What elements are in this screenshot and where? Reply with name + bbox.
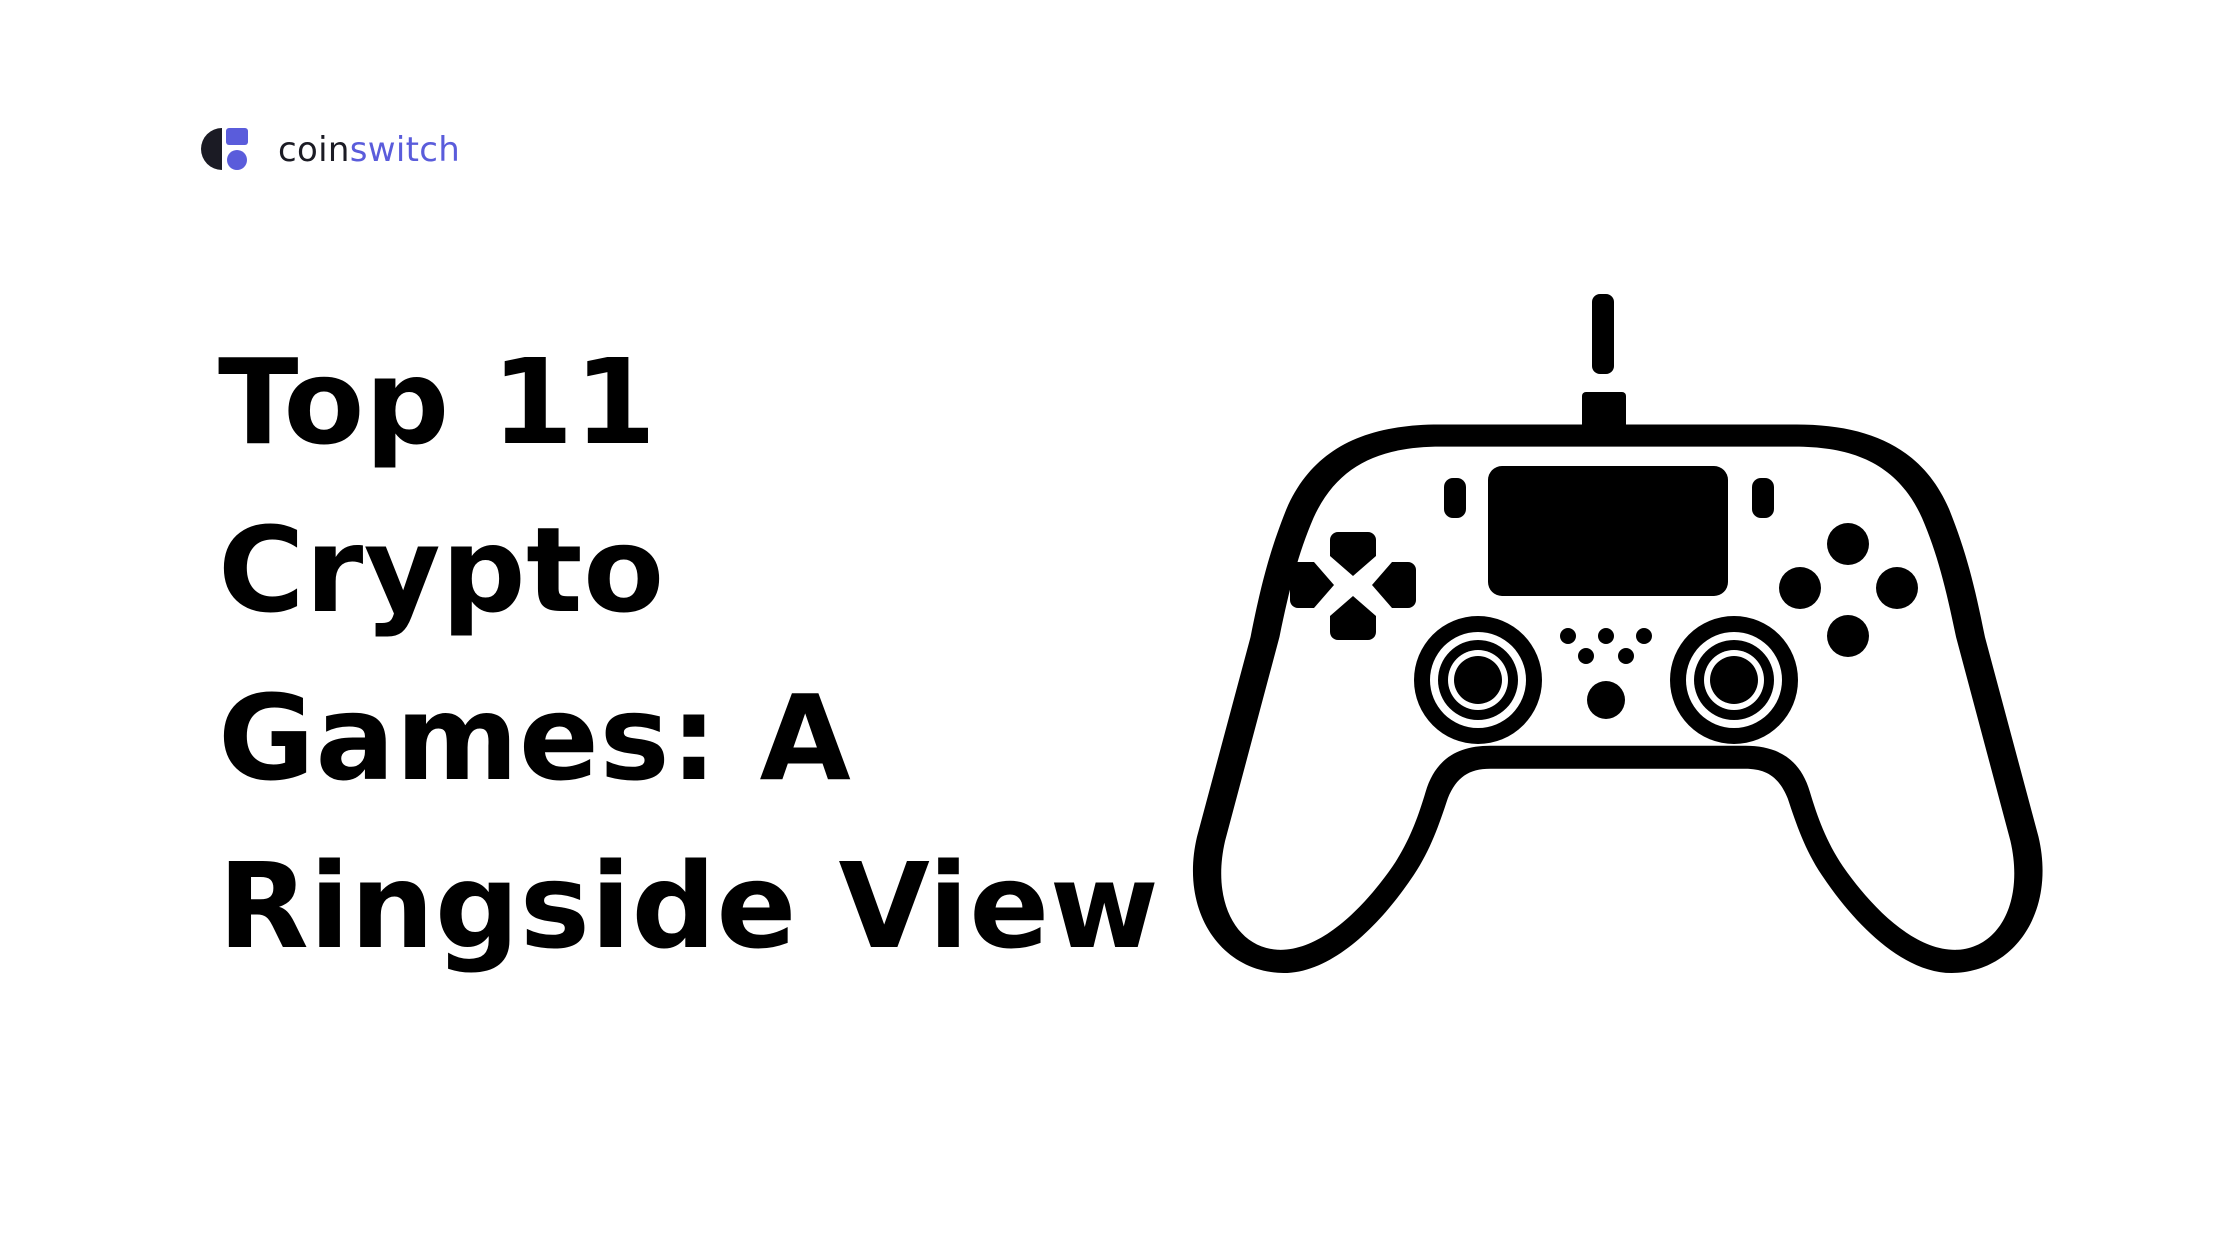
controller-dpad <box>1290 532 1416 640</box>
controller-left-stick <box>1414 616 1542 744</box>
game-controller-icon <box>1192 294 2043 973</box>
controller-touchpad <box>1488 466 1728 596</box>
controller-speaker <box>1560 628 1652 664</box>
controller-home-button <box>1587 681 1625 719</box>
brand-name: coinswitch <box>278 133 460 167</box>
headline-line: Ringside View <box>218 837 1160 975</box>
headline-line: Crypto <box>218 501 665 639</box>
controller-face-buttons <box>1779 523 1918 657</box>
brand-name-prefix: coin <box>278 130 350 170</box>
coinswitch-logo-mark <box>201 128 248 170</box>
brand-name-suffix: switch <box>349 130 461 170</box>
controller-cable <box>1592 294 1614 374</box>
controller-right-stick <box>1670 616 1798 744</box>
headline: Top 11 Crypto Games: A Ringside View <box>218 318 1159 990</box>
brand-logo: coinswitch <box>200 124 460 174</box>
controller-options-button <box>1752 478 1774 518</box>
headline-line: Top 11 <box>218 333 657 471</box>
headline-line: Games: A <box>218 669 852 807</box>
controller-share-button <box>1444 478 1466 518</box>
